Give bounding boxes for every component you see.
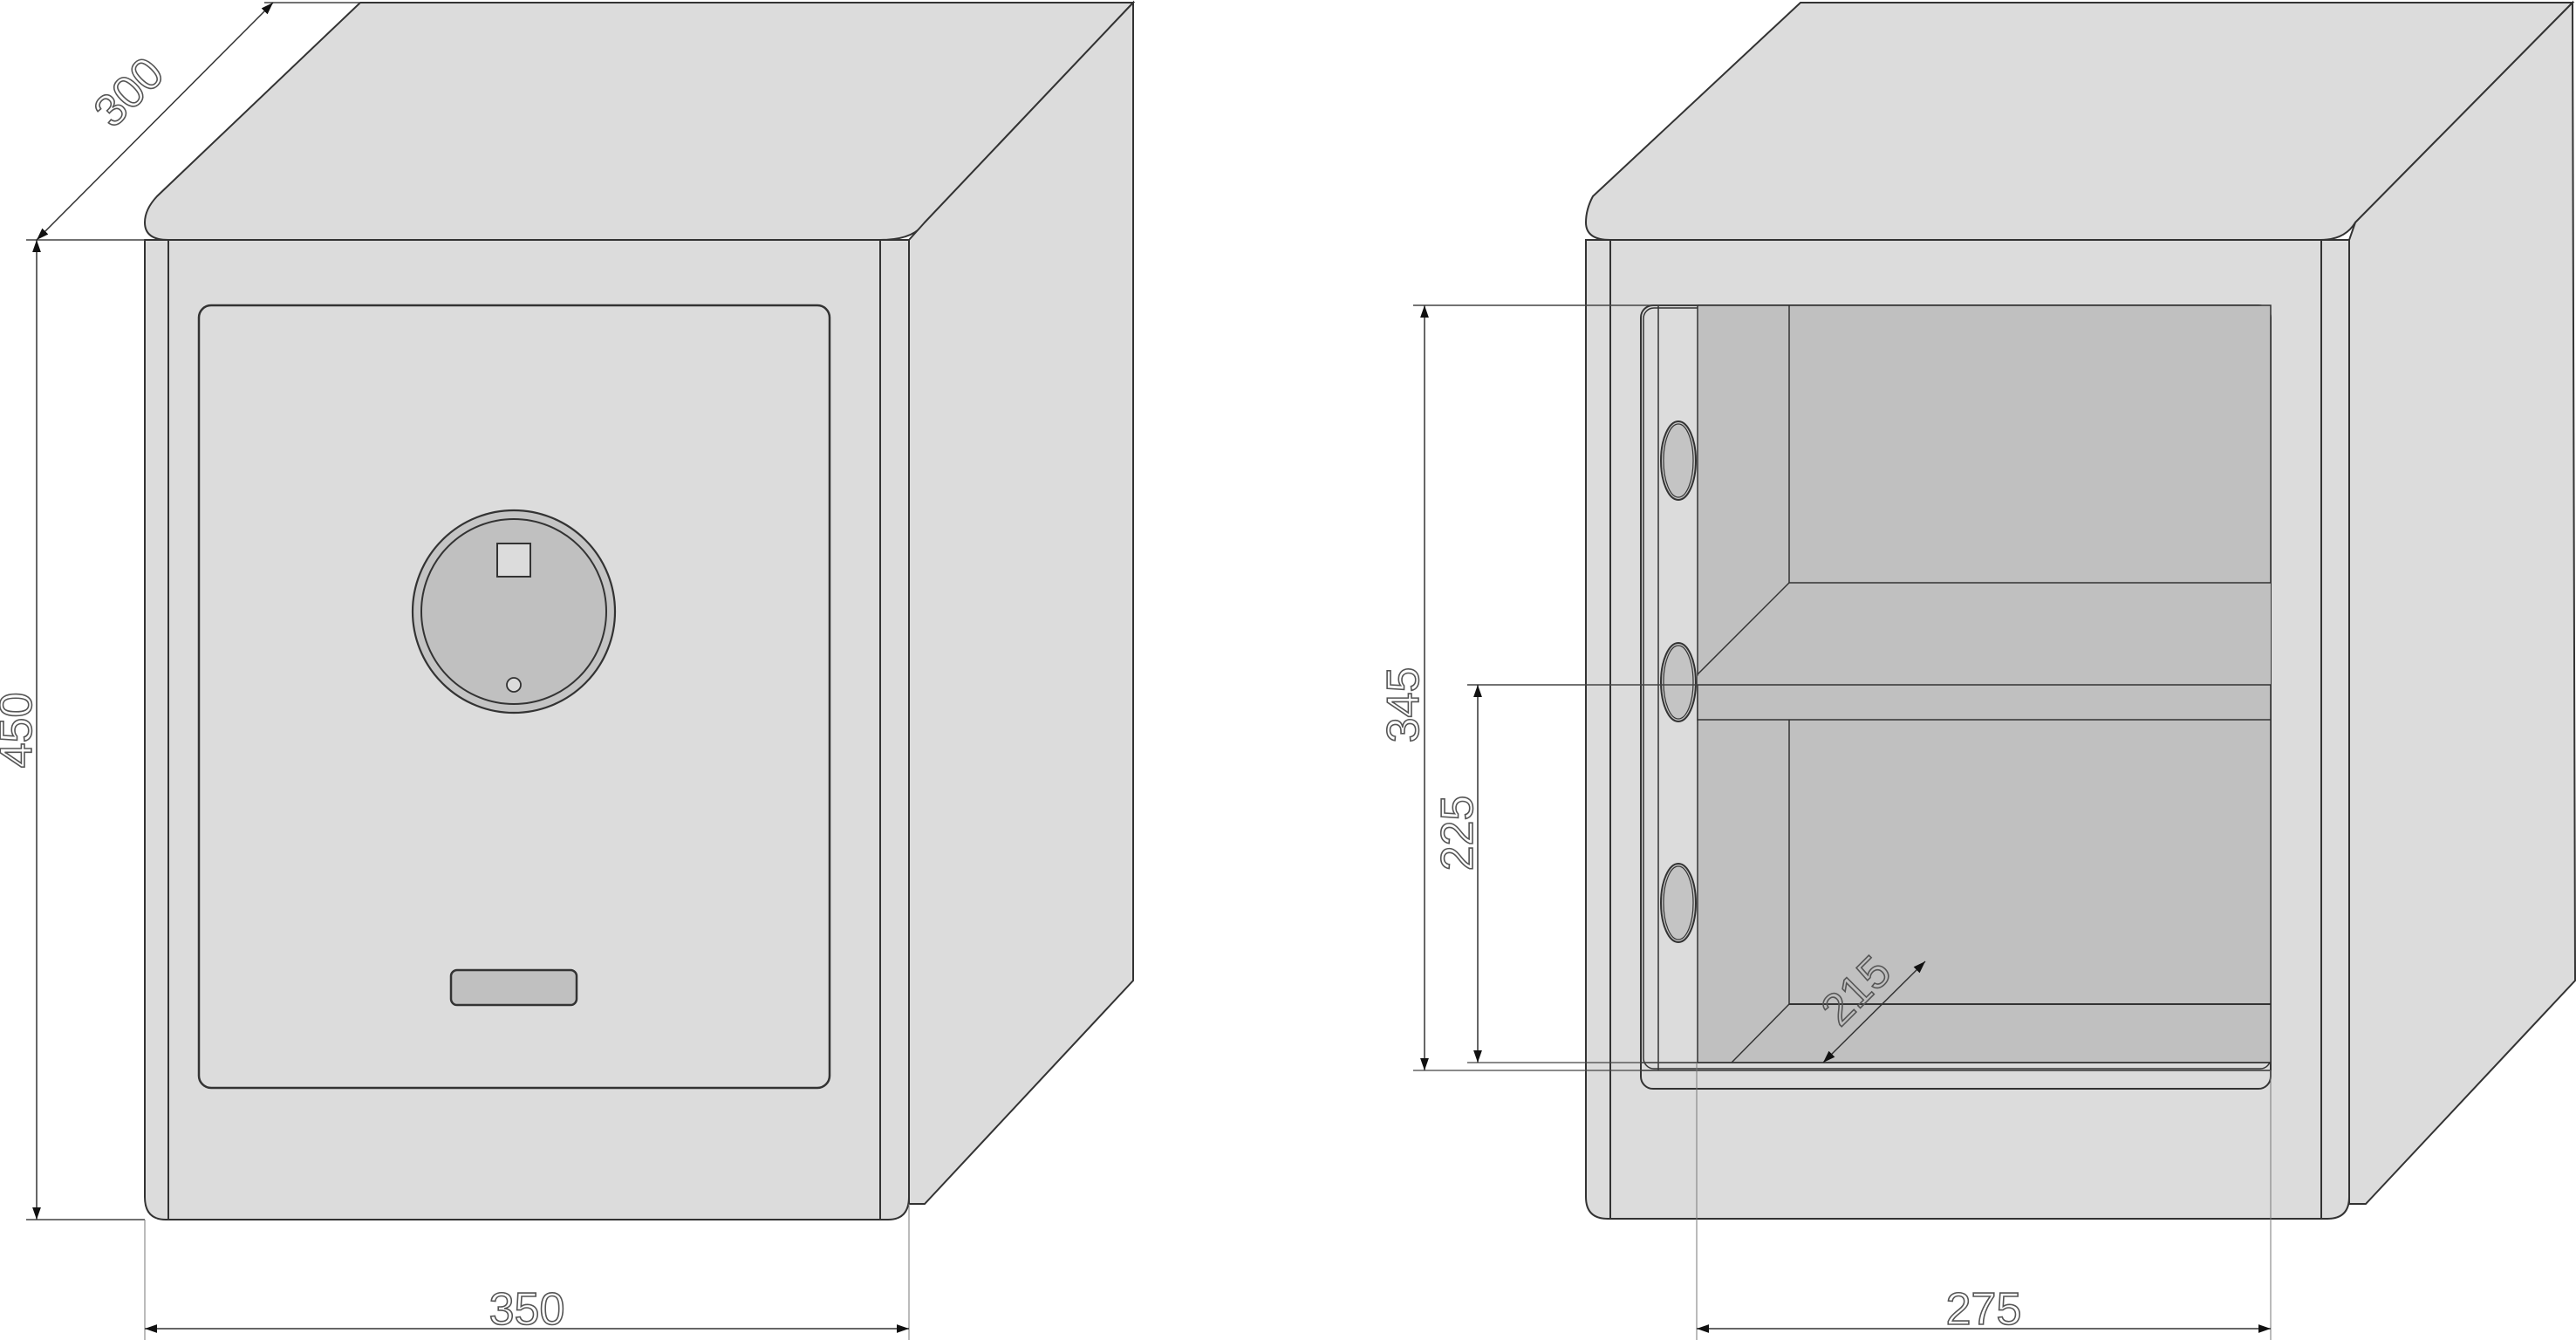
safe-interior (1641, 304, 2272, 1071)
door-handle (449, 968, 578, 1007)
open-safe-view (1584, 0, 2576, 1220)
closed-safe-view (143, 0, 1136, 1220)
locking-bolt (1660, 420, 1697, 501)
interior-height-dimension-label: 345 (1378, 667, 1429, 743)
locking-bolts (1660, 420, 1697, 943)
locking-bolt (1660, 642, 1697, 722)
open-safe-top (1584, 2, 2575, 241)
height-dimension-label: 450 (0, 693, 42, 769)
depth-dimension-line (36, 2, 274, 241)
shelf-height-dimension-label: 225 (1432, 796, 1483, 872)
dial-square-window (496, 543, 531, 578)
width-dimension-label: 350 (489, 1284, 565, 1335)
depth-dimension-label: 300 (85, 48, 174, 137)
round-lock-dial (411, 509, 617, 714)
interior-width-dimension-label: 275 (1946, 1284, 2022, 1335)
dial-keyhole (506, 677, 522, 693)
locking-bolt (1660, 863, 1697, 943)
shelf (1697, 582, 2272, 721)
interior-depth-dimension-line (1822, 961, 1926, 1063)
